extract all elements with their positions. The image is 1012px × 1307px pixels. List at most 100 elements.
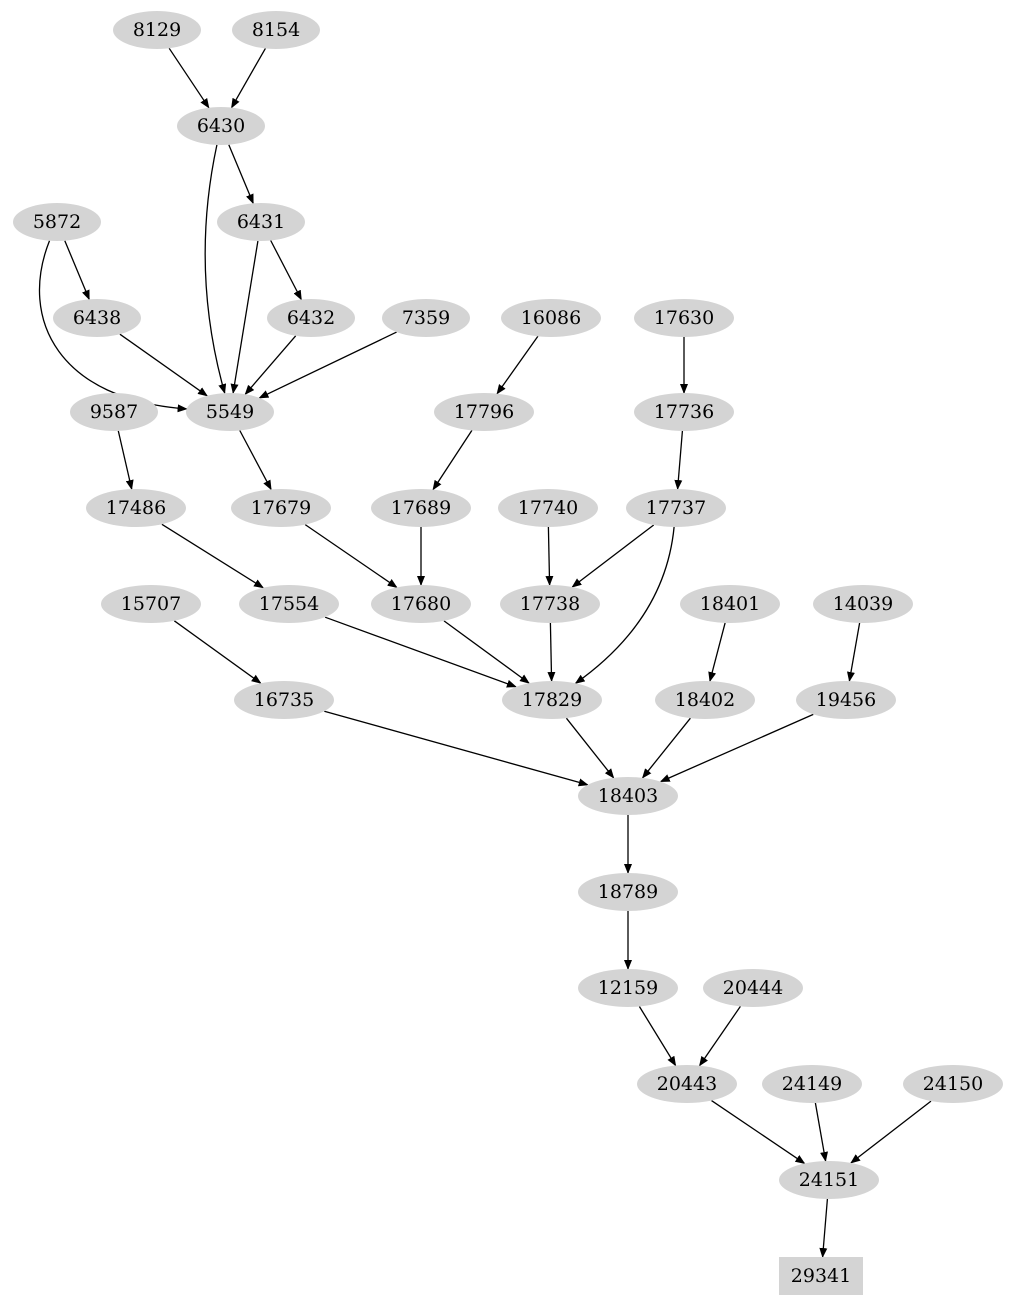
node-18403: 18403	[578, 777, 678, 815]
node-label: 8129	[133, 19, 181, 41]
node-label: 17738	[520, 593, 580, 615]
node-ellipse	[101, 585, 201, 623]
node-15707: 15707	[101, 585, 201, 623]
edge-17486-17554	[161, 523, 264, 589]
node-17738: 17738	[500, 585, 600, 623]
edge-16735-18403	[324, 710, 589, 787]
node-ellipse	[186, 393, 274, 431]
node-29341: 29341	[779, 1257, 863, 1295]
node-ellipse	[234, 681, 334, 719]
edge-6430-5549	[204, 144, 227, 395]
node-12159: 12159	[578, 969, 678, 1007]
node-17796: 17796	[434, 393, 534, 431]
node-17740: 17740	[498, 489, 598, 527]
node-label: 17486	[106, 497, 166, 519]
node-label: 18401	[700, 593, 760, 615]
node-label: 15707	[121, 593, 181, 615]
node-20444: 20444	[703, 969, 803, 1007]
node-17679: 17679	[231, 489, 331, 527]
edge-17737-17829	[574, 526, 675, 684]
node-ellipse	[703, 969, 803, 1007]
node-label: 6431	[237, 211, 285, 233]
node-ellipse	[232, 11, 320, 49]
node-ellipse	[626, 489, 726, 527]
edge-6432-5549	[244, 335, 297, 395]
node-ellipse	[634, 299, 734, 337]
node-box	[779, 1257, 863, 1295]
edge-14039-19456	[847, 622, 861, 682]
edge-17737-17738	[571, 524, 655, 588]
edge-17554-17829	[324, 616, 517, 688]
node-ellipse	[371, 489, 471, 527]
node-label: 20444	[723, 977, 783, 999]
edge-5872-6438	[64, 240, 90, 301]
node-ellipse	[762, 1065, 862, 1103]
node-label: 29341	[791, 1265, 851, 1287]
node-label: 24149	[782, 1073, 842, 1095]
edge-6430-6431	[228, 144, 254, 205]
edge-17680-17829	[443, 620, 530, 684]
node-18401: 18401	[680, 585, 780, 623]
node-24151: 24151	[779, 1161, 879, 1199]
node-label: 16735	[254, 689, 314, 711]
node-ellipse	[578, 873, 678, 911]
node-label: 17829	[522, 689, 582, 711]
node-label: 18403	[598, 785, 658, 807]
edge-18401-18402	[708, 622, 726, 683]
node-label: 8154	[252, 19, 300, 41]
edge-17736-17737	[674, 430, 684, 490]
node-16735: 16735	[234, 681, 334, 719]
node-label: 17630	[654, 307, 714, 329]
node-ellipse	[434, 393, 534, 431]
node-label: 17736	[654, 401, 714, 423]
edge-5549-17679	[239, 430, 272, 491]
node-6438: 6438	[53, 299, 141, 337]
node-ellipse	[382, 299, 470, 337]
node-ellipse	[637, 1065, 737, 1103]
node-6430: 6430	[177, 107, 265, 145]
node-17689: 17689	[371, 489, 471, 527]
node-14039: 14039	[813, 585, 913, 623]
node-label: 17679	[251, 497, 311, 519]
node-17680: 17680	[371, 585, 471, 623]
edge-16086-17796	[496, 335, 539, 395]
edge-20443-24151	[711, 1100, 806, 1164]
node-18402: 18402	[655, 681, 755, 719]
node-ellipse	[502, 681, 602, 719]
node-label: 12159	[598, 977, 658, 999]
node-label: 9587	[90, 401, 138, 423]
node-6431: 6431	[217, 203, 305, 241]
node-label: 24150	[923, 1073, 983, 1095]
node-6432: 6432	[267, 299, 355, 337]
node-ellipse	[70, 393, 158, 431]
node-label: 17796	[454, 401, 514, 423]
node-7359: 7359	[382, 299, 470, 337]
node-label: 6430	[197, 115, 245, 137]
node-ellipse	[578, 777, 678, 815]
node-label: 18402	[675, 689, 735, 711]
edge-9587-17486	[117, 430, 134, 491]
edge-17679-17680	[304, 524, 398, 588]
node-label: 17737	[646, 497, 706, 519]
edge-19456-18403	[659, 713, 814, 783]
node-8154: 8154	[232, 11, 320, 49]
node-ellipse	[53, 299, 141, 337]
node-17630: 17630	[634, 299, 734, 337]
node-ellipse	[578, 969, 678, 1007]
edge-6438-5549	[119, 333, 208, 397]
node-ellipse	[177, 107, 265, 145]
edge-8154-6430	[231, 48, 266, 109]
node-label: 5549	[206, 401, 254, 423]
node-ellipse	[267, 299, 355, 337]
node-label: 6432	[287, 307, 335, 329]
node-17486: 17486	[86, 489, 186, 527]
node-ellipse	[231, 489, 331, 527]
node-17737: 17737	[626, 489, 726, 527]
node-19456: 19456	[796, 681, 896, 719]
node-ellipse	[680, 585, 780, 623]
node-ellipse	[813, 585, 913, 623]
edge-24151-29341	[819, 1198, 829, 1258]
